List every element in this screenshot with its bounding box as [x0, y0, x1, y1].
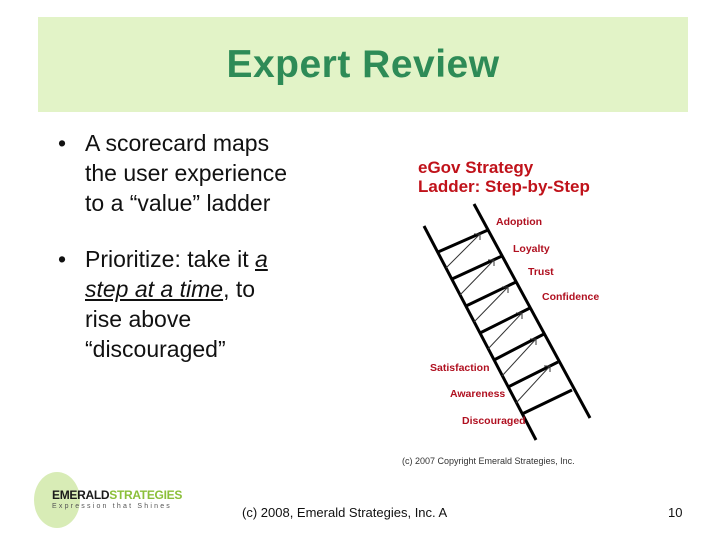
emphasis-text: a: [255, 246, 268, 272]
logo-name-part: EMERALD: [52, 488, 110, 502]
logo-tagline: Expression that Shines: [52, 503, 172, 510]
bullet-line: Prioritize: take it a: [85, 244, 355, 274]
bullet-text: , to: [223, 276, 256, 302]
figure-title: eGov Strategy Ladder: Step-by-Step: [418, 158, 590, 196]
emphasis-text: step at a time: [85, 276, 224, 302]
bullet-line: step at a time, to: [85, 274, 355, 304]
logo-wordmark: EMERALDSTRATEGIES: [52, 488, 182, 502]
step-arrows: [445, 233, 551, 404]
step-label-adoption: Adoption: [496, 216, 543, 228]
slide-title: Expert Review: [226, 43, 500, 86]
step-label-loyalty: Loyalty: [513, 243, 550, 255]
footer-text: (c) 2008, Emerald Strategies, Inc. A: [242, 505, 448, 520]
bullet-line: the user experience: [85, 160, 288, 186]
ladder-drawing: [422, 203, 592, 441]
bullet-dot: •: [58, 246, 67, 272]
step-label-confidence: Confidence: [542, 291, 600, 303]
bullet-item-2: • Prioritize: take it a step at a time, …: [55, 244, 355, 364]
bullet-item-1: • A scorecard maps the user experience t…: [55, 128, 355, 218]
bullet-line: “discouraged”: [85, 336, 226, 362]
step-label-trust: Trust: [528, 266, 554, 278]
bullet-line: to a “value” ladder: [85, 190, 271, 216]
logo-name-part: STRATEGIES: [109, 488, 183, 502]
bullet-dot: •: [58, 130, 67, 156]
ladder-figure: eGov Strategy Ladder: Step-by-Step Adopt…: [396, 150, 626, 472]
figure-title-line: Ladder: Step-by-Step: [418, 177, 590, 196]
bullet-line: A scorecard maps: [85, 130, 270, 156]
figure-copyright: (c) 2007 Copyright Emerald Strategies, I…: [402, 456, 575, 466]
bullet-line: rise above: [85, 306, 192, 332]
figure-title-line: eGov Strategy: [418, 158, 534, 177]
ladder-right-rail: [472, 203, 592, 419]
page-number: 10: [668, 505, 683, 520]
company-logo: EMERALDSTRATEGIES Expression that Shines: [28, 470, 198, 530]
step-label-awareness: Awareness: [450, 388, 506, 400]
step-label-satisfaction: Satisfaction: [430, 362, 490, 374]
ladder-rungs: [437, 228, 573, 416]
step-label-discouraged: Discouraged: [462, 415, 526, 427]
bullet-list: • A scorecard maps the user experience t…: [55, 128, 355, 390]
bullet-text: Prioritize: take it: [85, 246, 255, 272]
logo-circle-shape: [34, 472, 80, 528]
title-band: Expert Review: [38, 17, 688, 112]
